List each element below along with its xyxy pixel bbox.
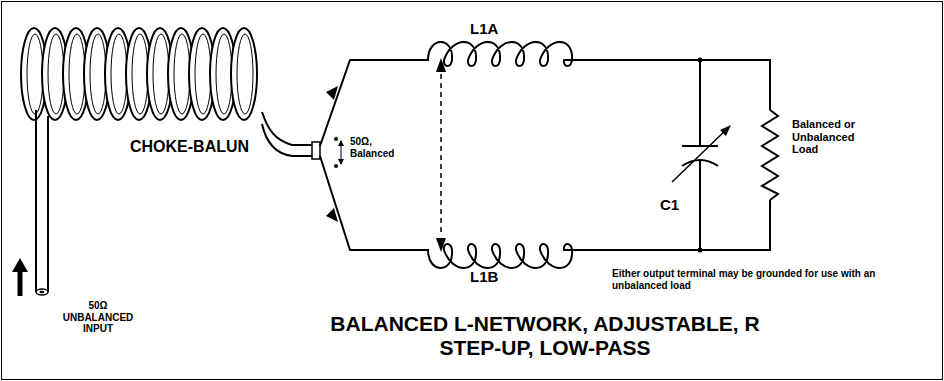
input-arrow-head — [12, 258, 28, 272]
coil-turn — [90, 34, 106, 114]
part-label: C1 — [660, 196, 679, 213]
gang-link — [440, 74, 442, 236]
coil-turn — [195, 34, 211, 114]
coil-turn — [231, 28, 257, 120]
part-label: L1B — [470, 268, 498, 285]
output-wire — [580, 60, 770, 250]
dimension-arrow — [338, 140, 344, 146]
output-coax — [262, 112, 312, 156]
diagram-title: BALANCED L-NETWORK, ADJUSTABLE, R STEP-U… — [330, 312, 760, 360]
part-label: CHOKE-BALUN — [130, 138, 249, 156]
coil-turn — [111, 34, 127, 114]
coax-end — [36, 289, 48, 295]
coil-turn — [69, 34, 85, 114]
coil-turn — [153, 34, 169, 114]
part-label: L1A — [470, 20, 498, 37]
capacitor-plate — [682, 160, 718, 166]
variable-arrow-head — [720, 125, 731, 136]
terminal-dot — [334, 137, 338, 141]
coil-turn — [174, 34, 190, 114]
coax-connector — [312, 142, 320, 159]
terminal-dot — [334, 164, 338, 168]
coil-turn — [48, 34, 64, 114]
tap-arrow — [436, 58, 446, 72]
coil-turn — [216, 34, 232, 114]
grounding-note: Either output terminal may be grounded f… — [612, 268, 912, 291]
current-arrow — [326, 86, 338, 100]
input-arrow — [18, 270, 23, 296]
input-coax — [36, 110, 48, 292]
dimension-arrow — [338, 159, 344, 165]
input-note: 50Ω UNBALANCED INPUT — [58, 300, 138, 335]
coil-turn — [132, 34, 148, 114]
impedance-note: 50Ω, Balanced — [350, 136, 406, 159]
coil-turn — [237, 34, 253, 114]
variable-arrow — [672, 128, 728, 182]
choke-balun-coil — [21, 28, 257, 120]
resistor-symbol — [762, 110, 778, 200]
balanced-feed-wire — [320, 60, 418, 250]
current-arrow — [326, 208, 338, 222]
load-note: Balanced or Unbalanced Load — [792, 118, 872, 156]
coil-turn — [27, 34, 43, 114]
tap-arrow — [436, 238, 446, 252]
coax-center — [40, 291, 45, 293]
